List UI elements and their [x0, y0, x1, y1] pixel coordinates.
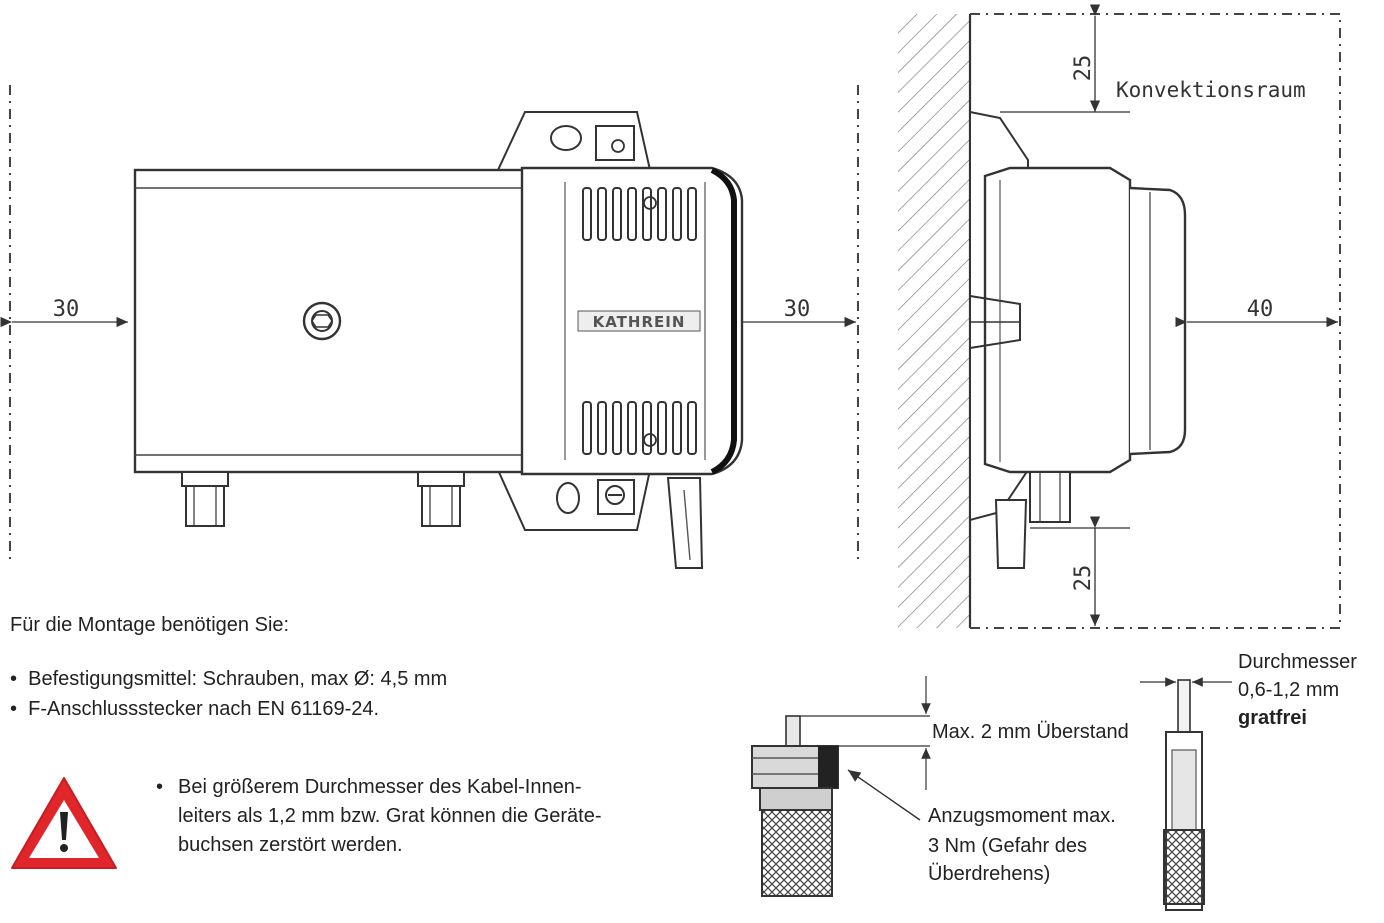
overhang-label: Max. 2 mm Überstand [932, 721, 1129, 743]
vent-slot [672, 401, 682, 455]
warning-line-3: buchsen zerstört werden. [178, 834, 403, 856]
vent-slot [687, 187, 697, 241]
mounting-item-1-text: Befestigungsmittel: Schrauben, max Ø: 4,… [28, 668, 448, 690]
side-housing [983, 166, 1132, 474]
bottom-clearance-label: 25 [1071, 565, 1096, 592]
front-view: KATHREIN 30 30 [0, 85, 859, 569]
housing-body [133, 168, 532, 474]
vent-slot [642, 401, 652, 455]
vent-slot [657, 401, 667, 455]
side-cable-tab [994, 499, 1028, 569]
brand-logo: KATHREIN [593, 313, 686, 331]
vent-slot [582, 401, 592, 455]
vents-top [582, 187, 697, 241]
side-view: 25 25 40 Konvektionsraum [898, 4, 1341, 629]
vent-slot [597, 401, 607, 455]
vent-slot [687, 401, 697, 455]
left-clearance-label: 30 [53, 297, 80, 322]
housing-screw [302, 301, 342, 341]
vent-slot [597, 187, 607, 241]
warning-sign [11, 777, 117, 869]
f-connector-2 [417, 471, 465, 527]
mounting-item-2-text: F-Anschlussstecker nach EN 61169-24. [28, 698, 380, 720]
mounting-intro: Für die Montage benötigen Sie: [10, 614, 290, 636]
ground-clip [597, 479, 635, 515]
convection-label: Konvektionsraum [1116, 78, 1306, 102]
vent-slot [582, 187, 592, 241]
top-bracket [496, 111, 652, 171]
torque-line-3: Überdrehens) [928, 863, 1050, 885]
vent-slot [612, 187, 622, 241]
top-clearance-label: 25 [1071, 55, 1096, 82]
mounting-item-1: • Befestigungsmittel: Schrauben, max Ø: … [10, 668, 448, 690]
vent-slot [627, 401, 637, 455]
vent-slot [627, 187, 637, 241]
vent-slot [672, 187, 682, 241]
top-mount-hole [550, 125, 582, 151]
warning-line-1: Bei größerem Durchmesser des Kabel-Innen… [178, 776, 582, 798]
diameter-title: Durchmesser [1238, 651, 1357, 673]
side-cover [1129, 186, 1187, 456]
cable-tab [666, 477, 704, 569]
convection-boundary [970, 13, 1341, 629]
warning-line-2: leiters als 1,2 mm bzw. Grat können die … [178, 805, 602, 827]
torque-line-1: Anzugsmoment max. [928, 805, 1116, 827]
diameter-note: gratfrei [1238, 707, 1307, 729]
front-clearance-label: 40 [1247, 297, 1274, 322]
bottom-mount-hole [556, 482, 580, 514]
vent-slot [657, 187, 667, 241]
f-connector-1 [181, 471, 229, 527]
torque-line-2: 3 Nm (Gefahr des [928, 835, 1087, 857]
diameter-value: 0,6-1,2 mm [1238, 679, 1339, 701]
vent-slot [612, 401, 622, 455]
wall-hatching [898, 14, 970, 628]
warning-bullet: • [156, 776, 164, 798]
vents-bottom [582, 401, 697, 455]
vent-slot [642, 187, 652, 241]
side-f-connector [1029, 471, 1071, 523]
connector-detail: Max. 2 mm Überstand Anzugsmoment max. 3 … [751, 651, 1357, 911]
knurled-sleeve [761, 809, 833, 897]
right-clearance-label: 30 [784, 297, 811, 322]
mounting-item-2: • F-Anschlussstecker nach EN 61169-24. [10, 698, 380, 720]
inner-conductor-pin [785, 715, 801, 747]
cable-inner-conductor [1177, 679, 1191, 733]
top-clip [595, 125, 635, 161]
